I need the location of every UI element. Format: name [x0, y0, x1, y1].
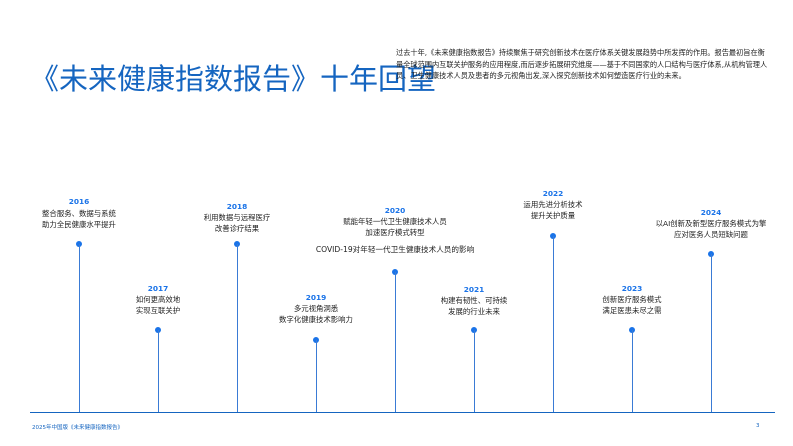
- milestone-line: [473, 330, 475, 412]
- milestone-desc: 如何更高效地 实现互联关护: [135, 295, 181, 315]
- milestone-year: 2024: [700, 208, 722, 217]
- milestone-year: 2023: [621, 284, 643, 293]
- milestone-line: [236, 244, 238, 412]
- page-title: 《未来健康指数报告》十年回望: [30, 62, 437, 96]
- milestone-line: [710, 254, 712, 412]
- footer-report-name: 2025年中国版《未来健康指数报告》: [32, 425, 123, 431]
- milestone-desc: 多元视角洞悉 数字化健康技术影响力: [279, 304, 353, 324]
- milestone-line: [394, 272, 396, 412]
- milestone-line: [315, 340, 317, 412]
- milestone-desc: 赋能年轻一代卫生健康技术人员 加速医疗模式转型: [343, 217, 447, 237]
- milestone-subtitle: COVID-19对年轻一代卫生健康技术人员的影响: [315, 245, 475, 254]
- page-number: 3: [756, 423, 760, 429]
- milestone-year: 2019: [305, 293, 327, 302]
- milestone-desc: 运用先进分析技术 提升关护质量: [523, 200, 583, 220]
- milestone-desc: 以AI创新及新型医疗服务模式为擎 应对医务人员短缺问题: [655, 219, 767, 239]
- milestone-desc: 利用数据与远程医疗 改善诊疗结果: [203, 213, 271, 233]
- milestone-desc: 整合服务、数据与系统 助力全民健康水平提升: [42, 209, 116, 229]
- intro-paragraph: 过去十年,《未来健康指数报告》持续聚焦于研究创新技术在医疗体系关键发展趋势中所发…: [396, 48, 768, 80]
- milestone-year: 2022: [542, 189, 564, 198]
- milestone-line: [631, 330, 633, 412]
- milestone-year: 2017: [147, 284, 169, 293]
- milestone-year: 2016: [68, 197, 90, 206]
- milestone-line: [78, 244, 80, 412]
- milestone-desc: 创新医疗服务模式 满足医患未尽之需: [602, 295, 662, 315]
- milestone-desc: 构建有韧性、可持续 发展的行业未来: [440, 296, 508, 316]
- milestone-year: 2018: [226, 202, 248, 211]
- milestone-line: [552, 236, 554, 412]
- footer-rule: [30, 412, 775, 413]
- milestone-year: 2021: [463, 285, 485, 294]
- milestone-year: 2020: [384, 206, 406, 215]
- milestone-line: [157, 330, 159, 412]
